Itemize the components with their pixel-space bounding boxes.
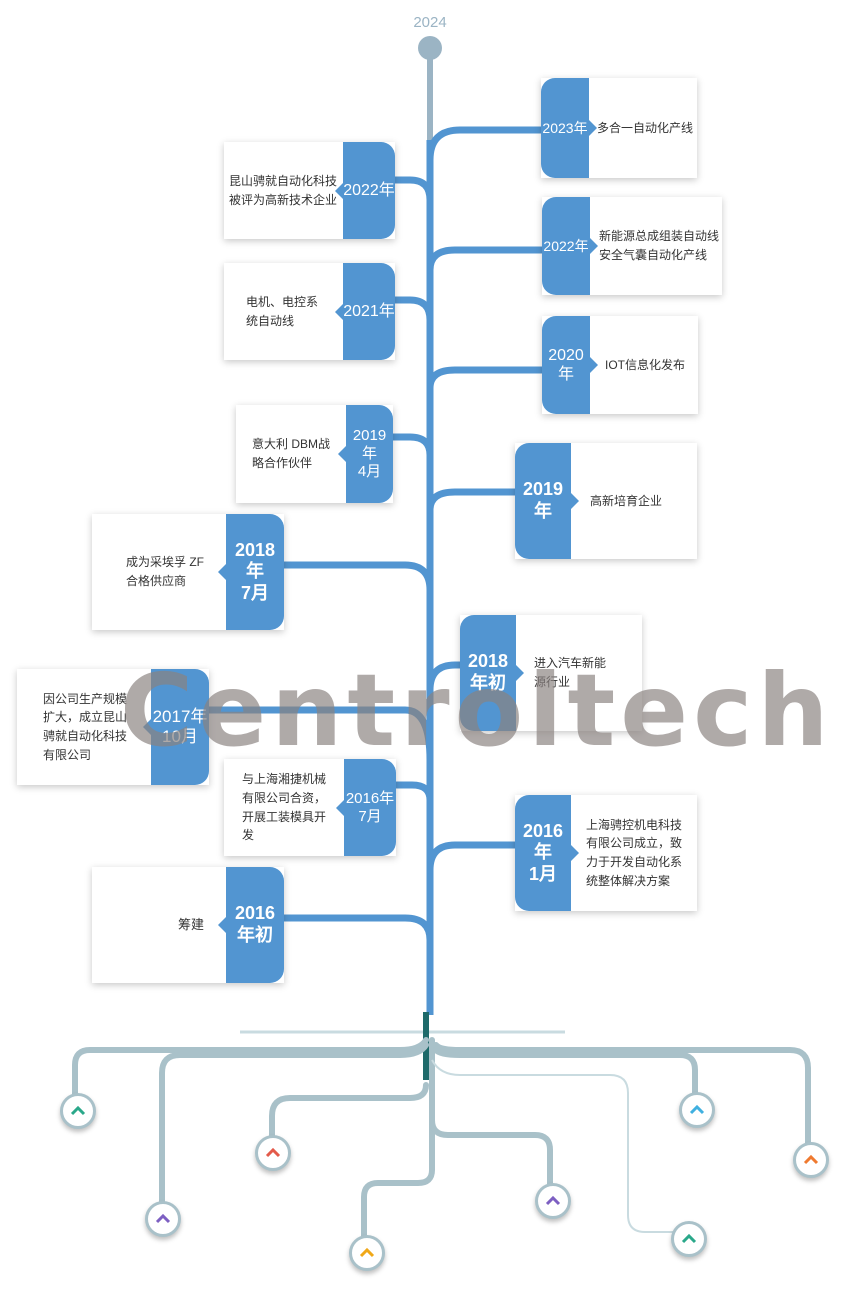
milestone-year: 2016 年初 [234, 903, 276, 945]
chevron-up-icon [793, 1142, 829, 1178]
milestone-text: 电机、电控系 统自动线 [246, 294, 319, 328]
milestone-text: 意大利 DBM战 略合作伙伴 [252, 437, 331, 470]
milestone-text: 因公司生产规模 扩大，成立昆山 骋就自动化科技 有限公司 [43, 691, 128, 762]
chevron-up-icon [60, 1093, 96, 1129]
milestone-2021: 电机、电控系 统自动线 2021年 [224, 263, 395, 360]
milestone-2017-10: 因公司生产规模 扩大，成立昆山 骋就自动化科技 有限公司 2017年 10月 [17, 669, 209, 785]
milestone-text: 与上海湘捷机械 有限公司合资， 开展工装模具开 发 [242, 772, 327, 843]
chevron-up-icon [349, 1235, 385, 1271]
milestone-text: 上海骋控机电科技 有限公司成立，致 力于开发自动化系 统整体解决方案 [586, 817, 683, 888]
milestone-text: 筹建 [178, 916, 205, 932]
milestone-year: 2017年 10月 [152, 706, 208, 746]
milestone-year: 2016年 7月 [345, 789, 395, 825]
top-year-label: 2024 [413, 14, 447, 31]
milestone-text: 进入汽车新能 源行业 [534, 656, 607, 689]
milestone-year: 2018 年初 [467, 651, 509, 693]
milestone-text: 昆山骋就自动化科技 被评为高新技术企业 [229, 173, 338, 207]
milestone-2022-right: 2022年 新能源总成组装自动线 安全气囊自动化产线 [542, 197, 722, 295]
milestone-2016-01: 2016年 1月 上海骋控机电科技 有限公司成立，致 力于开发自动化系 统整体解… [515, 795, 697, 911]
chevron-up-icon [535, 1183, 571, 1219]
milestone-2023: 2023年 多合一自动化产线 [541, 78, 697, 178]
milestone-text: 成为采埃孚 ZF 合格供应商 [126, 555, 204, 588]
milestone-text: 新能源总成组装自动线 安全气囊自动化产线 [599, 229, 720, 262]
milestone-year: 2019年 [522, 479, 564, 521]
milestone-year: 2022年 [543, 237, 589, 254]
milestone-2016-07: 与上海湘捷机械 有限公司合资， 开展工装模具开 发 2016年 7月 [224, 759, 396, 856]
roots [72, 1037, 811, 1243]
top-node [418, 36, 442, 60]
milestone-year: 2019年 4月 [352, 427, 387, 480]
milestone-2018-07: 成为采埃孚 ZF 合格供应商 2018年 7月 [92, 514, 284, 630]
milestone-year: 2022年 [343, 181, 395, 199]
milestone-year: 2018年 7月 [234, 539, 276, 603]
milestone-year: 2023年 [542, 119, 588, 136]
milestone-year: 2016年 1月 [522, 820, 564, 884]
milestone-year: 2021年 [343, 302, 395, 320]
chevron-up-icon [671, 1221, 707, 1257]
milestone-2022-left: 昆山骋就自动化科技 被评为高新技术企业 2022年 [224, 142, 395, 239]
milestone-2018-early: 2018 年初 进入汽车新能 源行业 [460, 615, 642, 731]
milestone-text: IOT信息化发布 [605, 357, 685, 372]
milestone-2019: 2019年 高新培育企业 [515, 443, 697, 559]
milestone-2016-early: 筹建 2016 年初 [92, 867, 284, 983]
milestone-text: 高新培育企业 [590, 493, 663, 508]
milestone-text: 多合一自动化产线 [597, 120, 694, 135]
chevron-up-icon [679, 1092, 715, 1128]
milestone-2020: 2020年 IOT信息化发布 [542, 316, 698, 414]
milestone-2019-04: 意大利 DBM战 略合作伙伴 2019年 4月 [236, 405, 393, 503]
chevron-up-icon [255, 1135, 291, 1171]
chevron-up-icon [145, 1201, 181, 1237]
milestone-year: 2020年 [548, 346, 584, 383]
branches [201, 126, 549, 944]
